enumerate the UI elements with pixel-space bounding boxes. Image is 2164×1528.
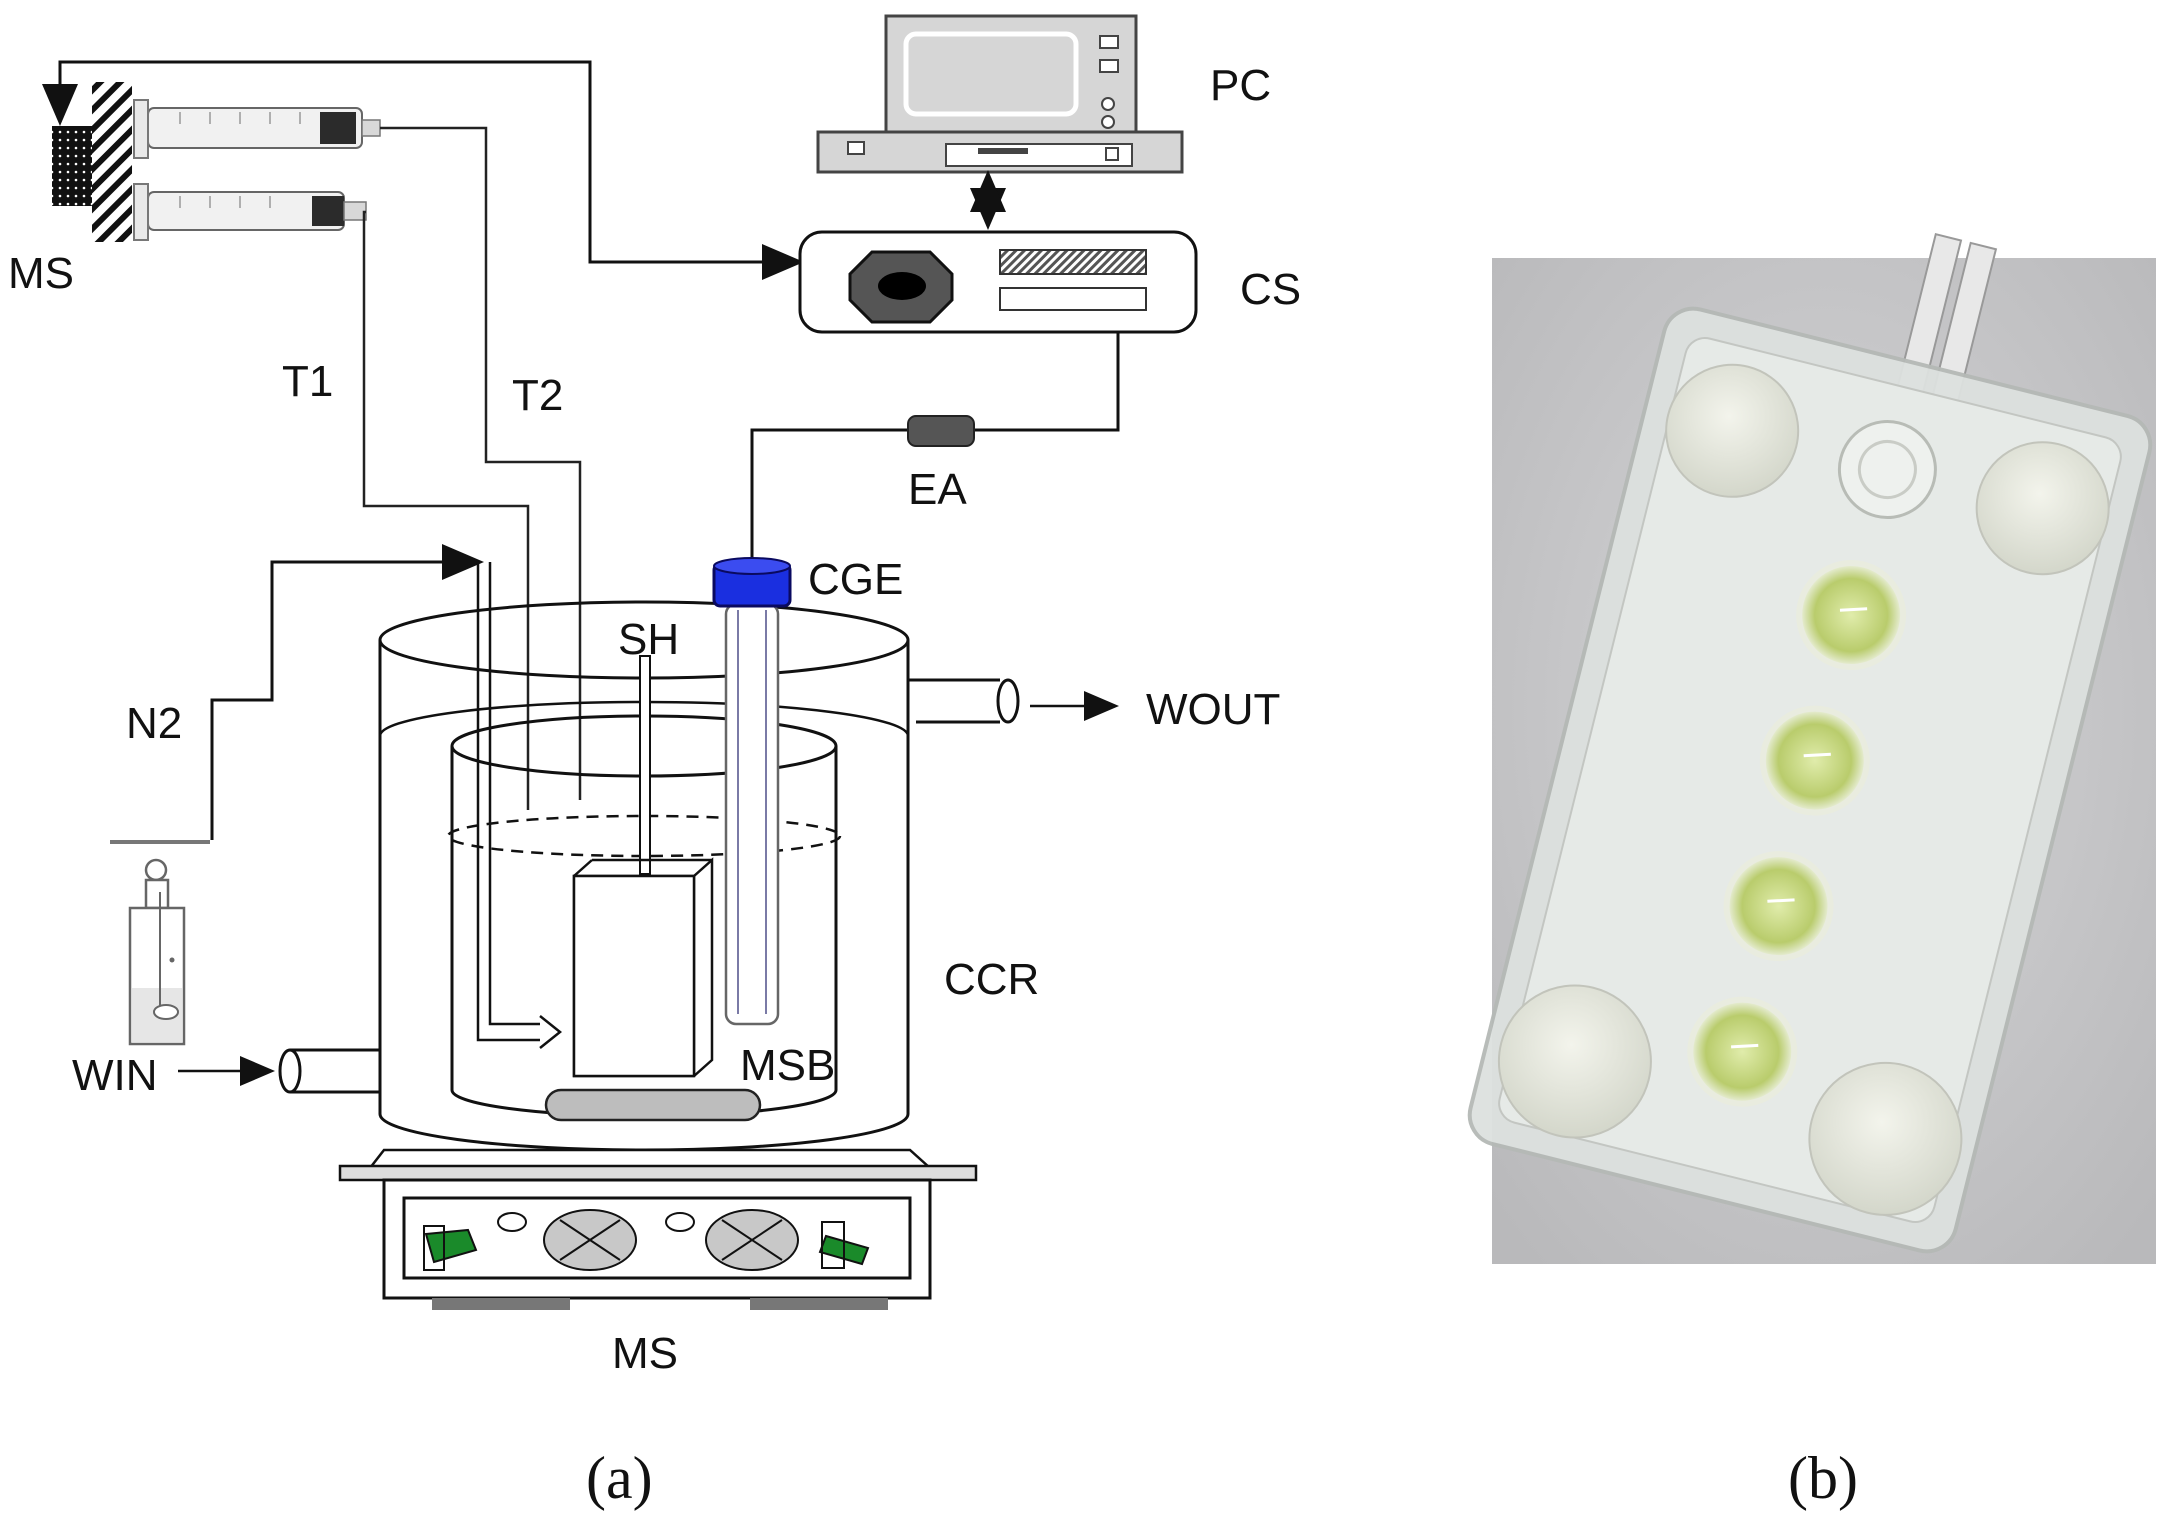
tube-t2 [380, 126, 582, 800]
label-ms-pump: MS [8, 249, 74, 298]
tube-t1 [362, 210, 530, 810]
label-cge: CGE [808, 555, 903, 604]
nitrogen-inlet-tube [476, 562, 563, 1049]
label-msb: MSB [740, 1041, 835, 1090]
label-wout: WOUT [1146, 685, 1280, 734]
panel-b-photo: (b) [1467, 233, 2156, 1511]
computer [816, 14, 1184, 174]
label-cs: CS [1240, 265, 1301, 314]
controller-cs [798, 230, 1198, 334]
label-t1: T1 [282, 357, 333, 406]
magnetic-stirrer [338, 1148, 978, 1310]
syringe-top [133, 99, 381, 159]
disk-top-right [1975, 441, 2110, 576]
sensor-well-4 [1687, 996, 1798, 1107]
electrode-adapter [907, 415, 975, 447]
switch-left [424, 1228, 478, 1264]
water-inlet [178, 1048, 380, 1094]
sensor-chip [1467, 233, 2153, 1254]
gas-bubbler [110, 840, 210, 1046]
disk-bottom-right [1808, 1061, 1963, 1216]
label-pc: PC [1210, 61, 1271, 110]
caption-b: (b) [1788, 1445, 1858, 1511]
label-ms-stirrer: MS [612, 1329, 678, 1378]
stirrer-dial-left [543, 1209, 637, 1271]
caption-a: (a) [586, 1445, 653, 1511]
control-line-pump [42, 60, 800, 264]
syringe-pump [52, 82, 381, 242]
electrode-cable [750, 332, 1120, 566]
magnetic-stir-bar [544, 1088, 762, 1122]
pump-wall-hatch [92, 82, 132, 242]
label-ea: EA [908, 465, 967, 514]
label-t2: T2 [512, 371, 563, 420]
label-sh: SH [618, 615, 679, 664]
label-win: WIN [72, 1051, 158, 1100]
disk-bottom-left [1497, 984, 1652, 1139]
stirrer-dial-right [705, 1209, 799, 1271]
label-ccr: CCR [944, 955, 1039, 1004]
sensor-well-3 [1723, 851, 1834, 962]
water-outlet [908, 678, 1119, 724]
sensor-well-1 [1796, 560, 1907, 671]
label-n2: N2 [126, 699, 182, 748]
liquid-level [446, 814, 842, 858]
panel-a-schematic: MS T1 T2 PC [8, 14, 1301, 1511]
syringe-bottom [133, 183, 367, 241]
sample-holder [572, 655, 714, 1078]
nitrogen-line [210, 544, 484, 840]
disk-top-left [1665, 363, 1800, 498]
sensor-well-2 [1759, 705, 1870, 816]
reference-electrode [712, 557, 792, 1026]
